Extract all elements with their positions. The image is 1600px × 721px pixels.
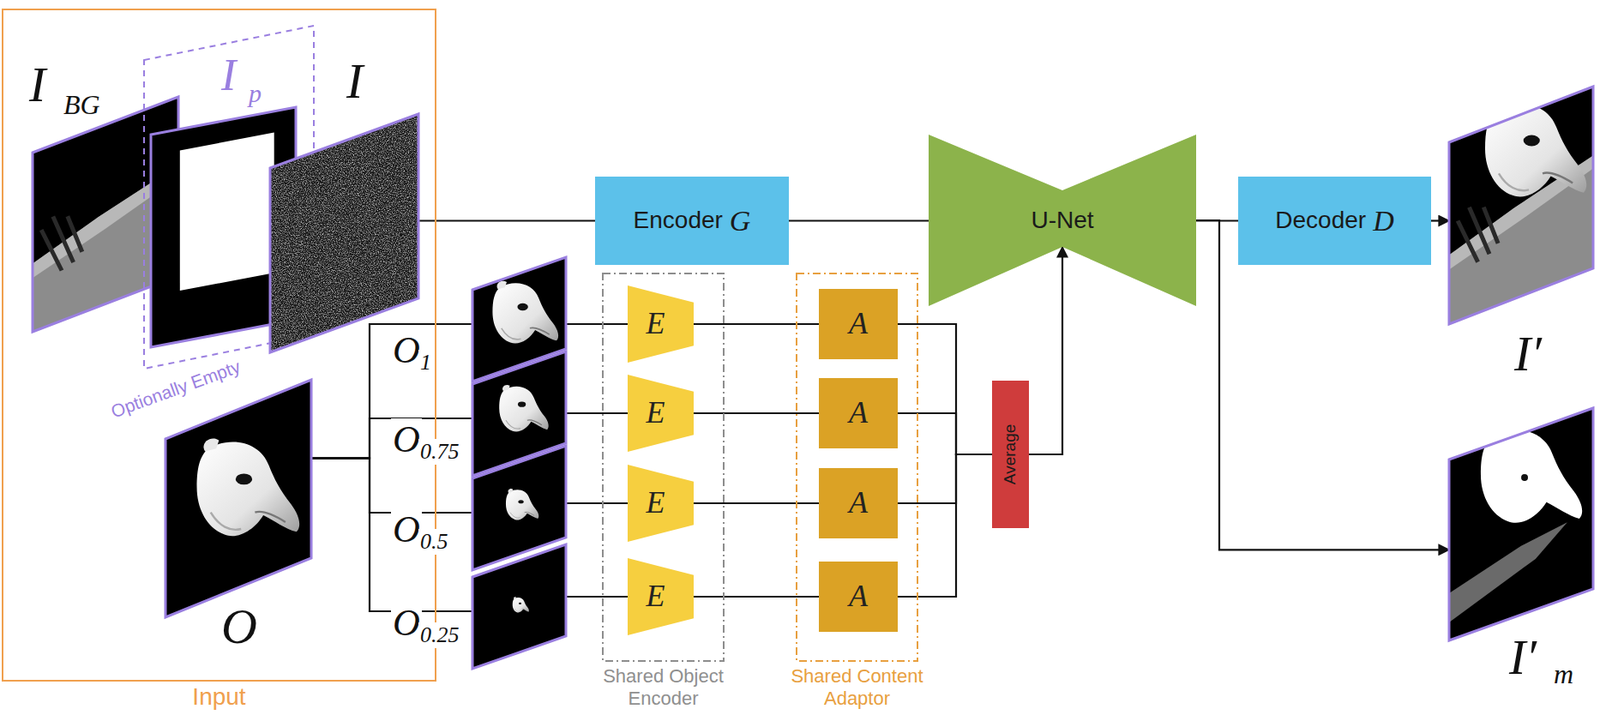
encoder-symbol: E (646, 306, 666, 342)
image-panel: I (270, 114, 419, 353)
connector (1028, 246, 1063, 455)
label-row: Average (992, 380, 1029, 529)
symbol-subscript: 1 (418, 349, 434, 376)
adaptor-symbol: A (848, 395, 868, 431)
group-title: Input (1, 683, 437, 711)
symbol-name: G (729, 204, 752, 238)
label-row: A (818, 288, 898, 360)
symbol-name: I (221, 49, 236, 102)
symbol-name: I′ (1509, 629, 1537, 687)
connector (693, 595, 819, 598)
symbol-name: O (390, 601, 422, 646)
connector (565, 595, 628, 598)
connector (693, 323, 819, 325)
image-panel-shape (1449, 408, 1594, 641)
connector (897, 324, 993, 455)
process-box: A (818, 378, 898, 449)
shared-group: Shared Content AdaptorAAAA (795, 272, 919, 662)
connector (1431, 219, 1450, 222)
process-box: A (818, 288, 898, 360)
process-box: DecoderD (1238, 176, 1432, 265)
box-label: U-Net (1030, 206, 1094, 235)
symbol-subscript: p (248, 78, 262, 109)
encoder-trapezoid: E (627, 464, 694, 542)
symbol-name: O (221, 598, 258, 656)
symbol-name: O (390, 418, 422, 463)
process-box: Average (992, 380, 1029, 529)
process-box: EncoderG (595, 176, 789, 265)
symbol-name: O (390, 508, 422, 553)
label-row: E (627, 285, 694, 363)
image-panel: I′ (1449, 86, 1594, 325)
unet-bowtie: U-Net (928, 134, 1197, 307)
encoder-symbol: E (646, 395, 666, 431)
group-title: Shared Content Adaptor (769, 665, 945, 711)
connector (565, 323, 628, 325)
connector (1196, 220, 1450, 550)
connector (897, 454, 993, 504)
encoder-trapezoid: E (627, 558, 694, 636)
connector (311, 457, 473, 513)
connector (897, 413, 993, 455)
symbol-name: I (346, 53, 363, 111)
symbol-subscript: BG (63, 89, 101, 121)
connector (693, 412, 819, 415)
shared-group: Shared Object EncoderEEEE (601, 272, 725, 662)
label-row: EncoderG (595, 176, 789, 265)
label-row: E (627, 374, 694, 452)
box-label: Decoder (1275, 206, 1366, 235)
connector (418, 219, 596, 222)
connector (565, 502, 628, 505)
image-panel-shape (270, 114, 419, 353)
image-panel-shape (472, 544, 566, 669)
encoder-trapezoid: E (627, 374, 694, 452)
image-panel: I′m (1449, 408, 1594, 641)
adaptor-symbol: A (848, 306, 868, 342)
symbol-name: O (390, 329, 422, 373)
symbol-name: D (1372, 204, 1395, 238)
label-row: DecoderD (1238, 176, 1432, 265)
encoder-symbol: E (646, 578, 666, 614)
image-panel: O (165, 379, 312, 618)
connector (788, 219, 929, 222)
input-frame: InputIBGOptionally EmptyIpIO (1, 8, 437, 682)
label-row: U-Net (928, 134, 1197, 307)
symbol-subscript: 0.5 (418, 529, 451, 555)
symbol-subscript: m (1553, 658, 1574, 691)
symbol-subscript: 0.75 (418, 439, 462, 465)
label-row: A (818, 378, 898, 449)
box-label: Encoder (633, 206, 723, 235)
symbol-name: I (29, 56, 46, 115)
encoder-trapezoid: E (627, 285, 694, 363)
image-panel-shape (165, 379, 312, 618)
image-panel-shape (1449, 86, 1594, 325)
adaptor-symbol: A (848, 485, 868, 521)
label-row: A (818, 561, 898, 632)
encoder-symbol: E (646, 485, 666, 521)
process-box: A (818, 561, 898, 632)
connector (693, 502, 819, 505)
label-row: E (627, 558, 694, 636)
label-row: E (627, 464, 694, 542)
connector (311, 457, 473, 612)
adaptor-symbol: A (848, 578, 868, 614)
image-panel: O0.25 (472, 544, 566, 669)
box-label: Average (1001, 424, 1021, 485)
process-box: A (818, 468, 898, 539)
connector (897, 454, 993, 597)
label-row: A (818, 468, 898, 539)
symbol-name: I′ (1514, 325, 1542, 384)
connector (565, 412, 628, 415)
symbol-subscript: 0.25 (418, 622, 462, 649)
group-title: Shared Object Encoder (576, 665, 751, 711)
group-note: Optionally Empty (108, 356, 243, 423)
